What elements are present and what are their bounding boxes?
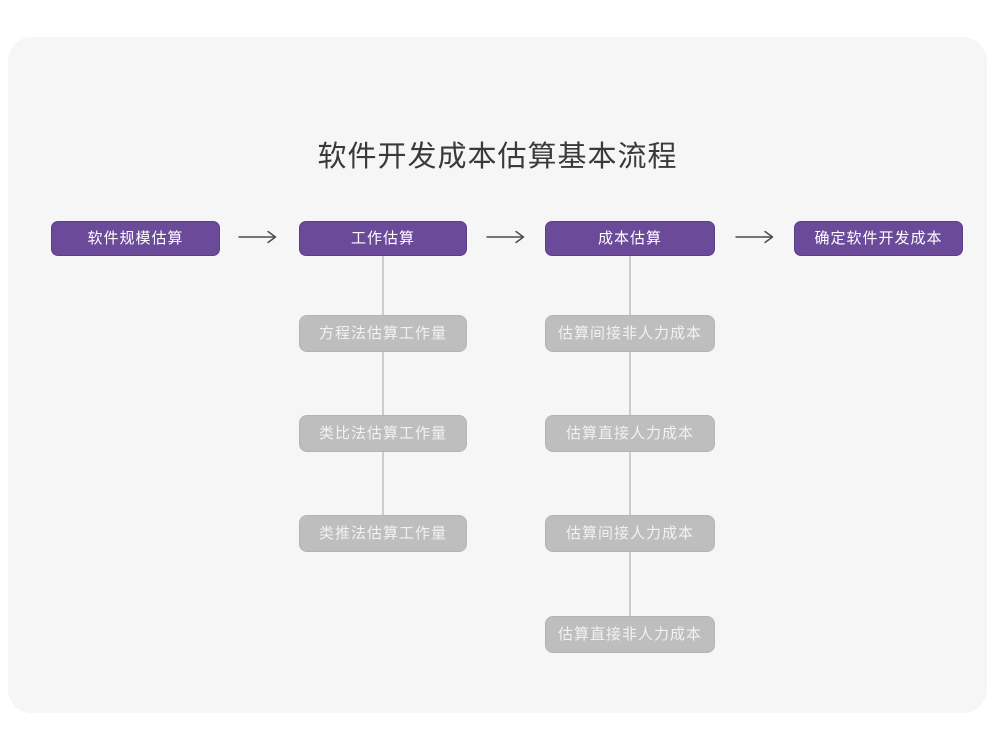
diagram-canvas: 软件开发成本估算基本流程 软件规模估算 工作估算 成本估算 确定软件开发成本 方… — [8, 37, 987, 713]
node-cost-estimation[interactable]: 成本估算 — [545, 221, 715, 256]
sub-node-equation-method-workload[interactable]: 方程法估算工作量 — [299, 315, 467, 352]
node-determine-software-dev-cost[interactable]: 确定软件开发成本 — [794, 221, 963, 256]
sub-node-extrapolation-method-workload[interactable]: 类推法估算工作量 — [299, 515, 467, 552]
node-software-scale-estimation[interactable]: 软件规模估算 — [51, 221, 220, 256]
right-arrow-icon — [735, 230, 774, 244]
sub-node-indirect-non-labor-cost[interactable]: 估算间接非人力成本 — [545, 315, 715, 352]
sub-node-direct-labor-cost[interactable]: 估算直接人力成本 — [545, 415, 715, 452]
diagram-title: 软件开发成本估算基本流程 — [317, 141, 678, 173]
node-work-estimation[interactable]: 工作估算 — [299, 221, 467, 256]
right-arrow-icon — [238, 230, 277, 244]
connector-line-work-estimation — [382, 256, 384, 515]
sub-node-direct-non-labor-cost[interactable]: 估算直接非人力成本 — [545, 616, 715, 653]
sub-node-indirect-labor-cost[interactable]: 估算间接人力成本 — [545, 515, 715, 552]
sub-node-analogy-method-workload[interactable]: 类比法估算工作量 — [299, 415, 467, 452]
right-arrow-icon — [486, 230, 525, 244]
